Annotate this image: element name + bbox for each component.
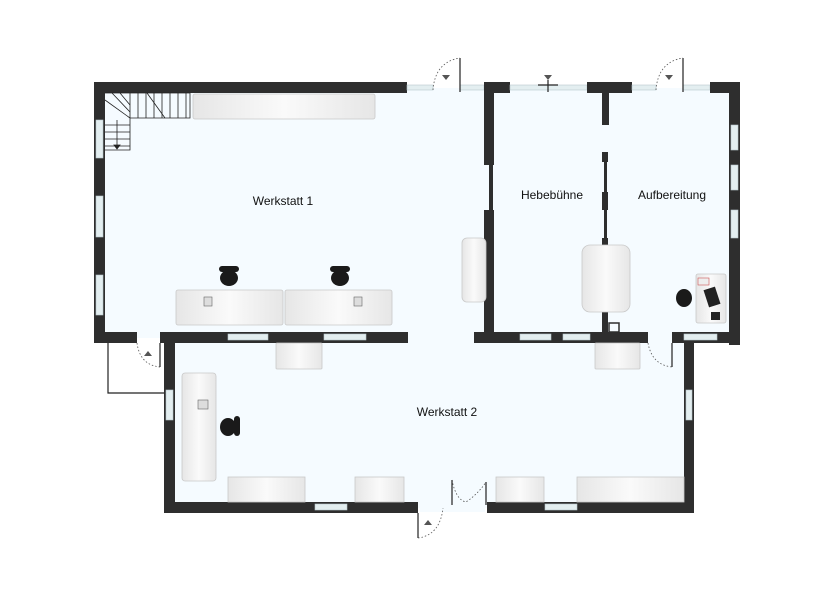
bench (576, 476, 685, 503)
door-arrow-icon (442, 75, 450, 80)
doors (136, 57, 684, 539)
desk (175, 289, 284, 326)
printer-icon (697, 277, 710, 286)
phone-icon (711, 312, 720, 320)
monitor-icon (197, 399, 209, 410)
walls (94, 82, 740, 513)
door-arrow-icon (544, 75, 552, 80)
table (275, 342, 323, 370)
office-chair-icon (219, 266, 239, 286)
desk (181, 372, 217, 482)
bench (354, 476, 405, 503)
door-arrow-icon (144, 351, 152, 356)
annex-outline (107, 343, 164, 394)
laptop-icon (703, 286, 721, 308)
bench (227, 476, 306, 503)
desk (284, 289, 393, 326)
monitor-icon (203, 296, 213, 307)
machine (581, 244, 631, 313)
office-chair-icon (676, 289, 692, 307)
room-label-hebebuehne: Hebebühne (521, 188, 583, 202)
office-chair-icon (330, 266, 350, 286)
room-label-aufbereitung: Aufbereitung (638, 188, 706, 202)
chairs (219, 266, 692, 436)
table (594, 342, 641, 370)
machine (461, 237, 487, 303)
door-arrow-icon (424, 520, 432, 525)
counter (192, 93, 376, 120)
bench (495, 476, 545, 503)
room-label-werkstatt-2: Werkstatt 2 (417, 405, 478, 419)
staircase (104, 92, 191, 151)
room-label-werkstatt-1: Werkstatt 1 (253, 194, 314, 208)
door-arrow-icon (665, 75, 673, 80)
furniture (175, 93, 727, 503)
monitor-icon (353, 296, 363, 307)
office-chair-icon (220, 416, 240, 436)
